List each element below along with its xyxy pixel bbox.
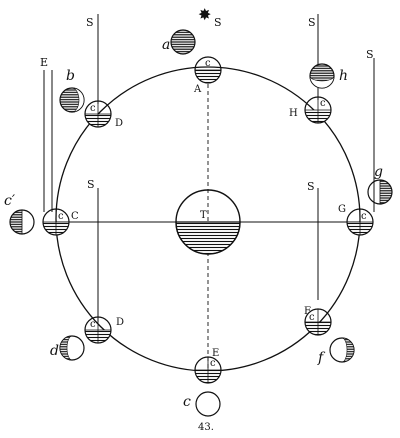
moon-bottom-e <box>194 356 222 384</box>
ray-label-left-e: E <box>40 56 48 69</box>
point-label-h: H <box>289 108 298 119</box>
moon-right-g <box>346 208 374 236</box>
point-label-e: E <box>212 348 219 359</box>
moon-top-label: c <box>205 58 211 69</box>
earth <box>175 189 241 255</box>
figure-number: 43. <box>198 422 214 433</box>
sun-icon: ✸ <box>198 5 211 24</box>
phase-label-d: d <box>50 343 59 359</box>
phase-c-prime <box>9 209 35 235</box>
phase-c <box>195 391 221 417</box>
phase-f <box>329 337 355 363</box>
point-label-d-bottom: D <box>116 317 124 328</box>
ray-label-right: S <box>366 48 374 61</box>
phase-b <box>59 87 85 113</box>
phase-label-h: h <box>339 68 348 84</box>
moon-top-left-d <box>84 100 112 128</box>
phase-h <box>309 63 335 89</box>
point-label-a: A <box>193 84 202 95</box>
phase-label-c-prime: c′ <box>4 193 16 209</box>
phase-label-f: f <box>317 350 326 366</box>
moon-left-c <box>42 208 70 236</box>
moon-bottom-label: c <box>210 358 216 369</box>
point-label-g: G <box>338 204 346 215</box>
moon-top-right-h <box>304 96 332 124</box>
point-label-c: C <box>71 211 79 222</box>
phase-d <box>59 335 85 361</box>
moon-right-label: c <box>361 211 367 222</box>
phase-a <box>170 29 196 55</box>
point-label-d-top: D <box>115 118 123 129</box>
moon-bottom-left-label: c <box>90 319 96 330</box>
moon-left-label: c <box>58 211 64 222</box>
moon-bottom-right-label: c <box>309 312 315 323</box>
moon-bottom-right-f <box>304 308 332 336</box>
phase-label-g: g <box>374 164 383 180</box>
ray-label-top-right: S <box>308 16 316 29</box>
moon-top-right-label: c <box>320 98 326 109</box>
ray-label-inner-left: S <box>87 178 95 191</box>
ray-label-inner-right: S <box>307 180 315 193</box>
phase-label-a: a <box>162 37 170 53</box>
earth-label: T <box>200 210 207 221</box>
ray-label-top-left: S <box>86 16 94 29</box>
phase-g <box>367 179 393 205</box>
phase-label-b: b <box>66 68 75 84</box>
phase-label-c: c <box>183 394 191 410</box>
moon-top-a <box>194 56 222 84</box>
point-label-f: F <box>304 306 311 317</box>
moon-top-left-label: c <box>90 103 96 114</box>
moon-bottom-left-d <box>84 316 112 344</box>
ray-label-top: S <box>214 16 222 29</box>
